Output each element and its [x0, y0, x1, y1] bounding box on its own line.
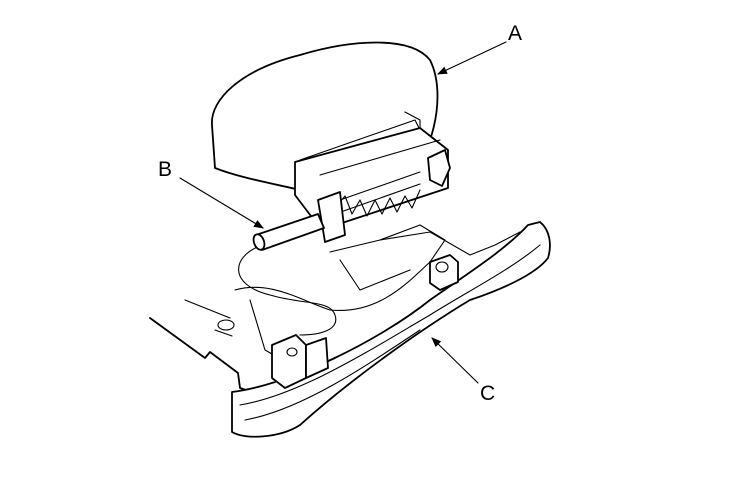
leader-line-a — [437, 41, 507, 75]
leader-line-c — [431, 337, 479, 384]
callout-label-a: A — [508, 22, 522, 45]
leader-line-b — [179, 177, 264, 229]
coil-spring — [334, 171, 421, 217]
callout-label-b: B — [158, 158, 172, 181]
spring-wire — [238, 243, 337, 336]
lid-cover — [211, 41, 451, 243]
base-housing — [231, 221, 551, 438]
hinge-pin — [252, 213, 325, 251]
callout-label-c: C — [480, 382, 495, 405]
mounting-panel — [149, 299, 253, 393]
